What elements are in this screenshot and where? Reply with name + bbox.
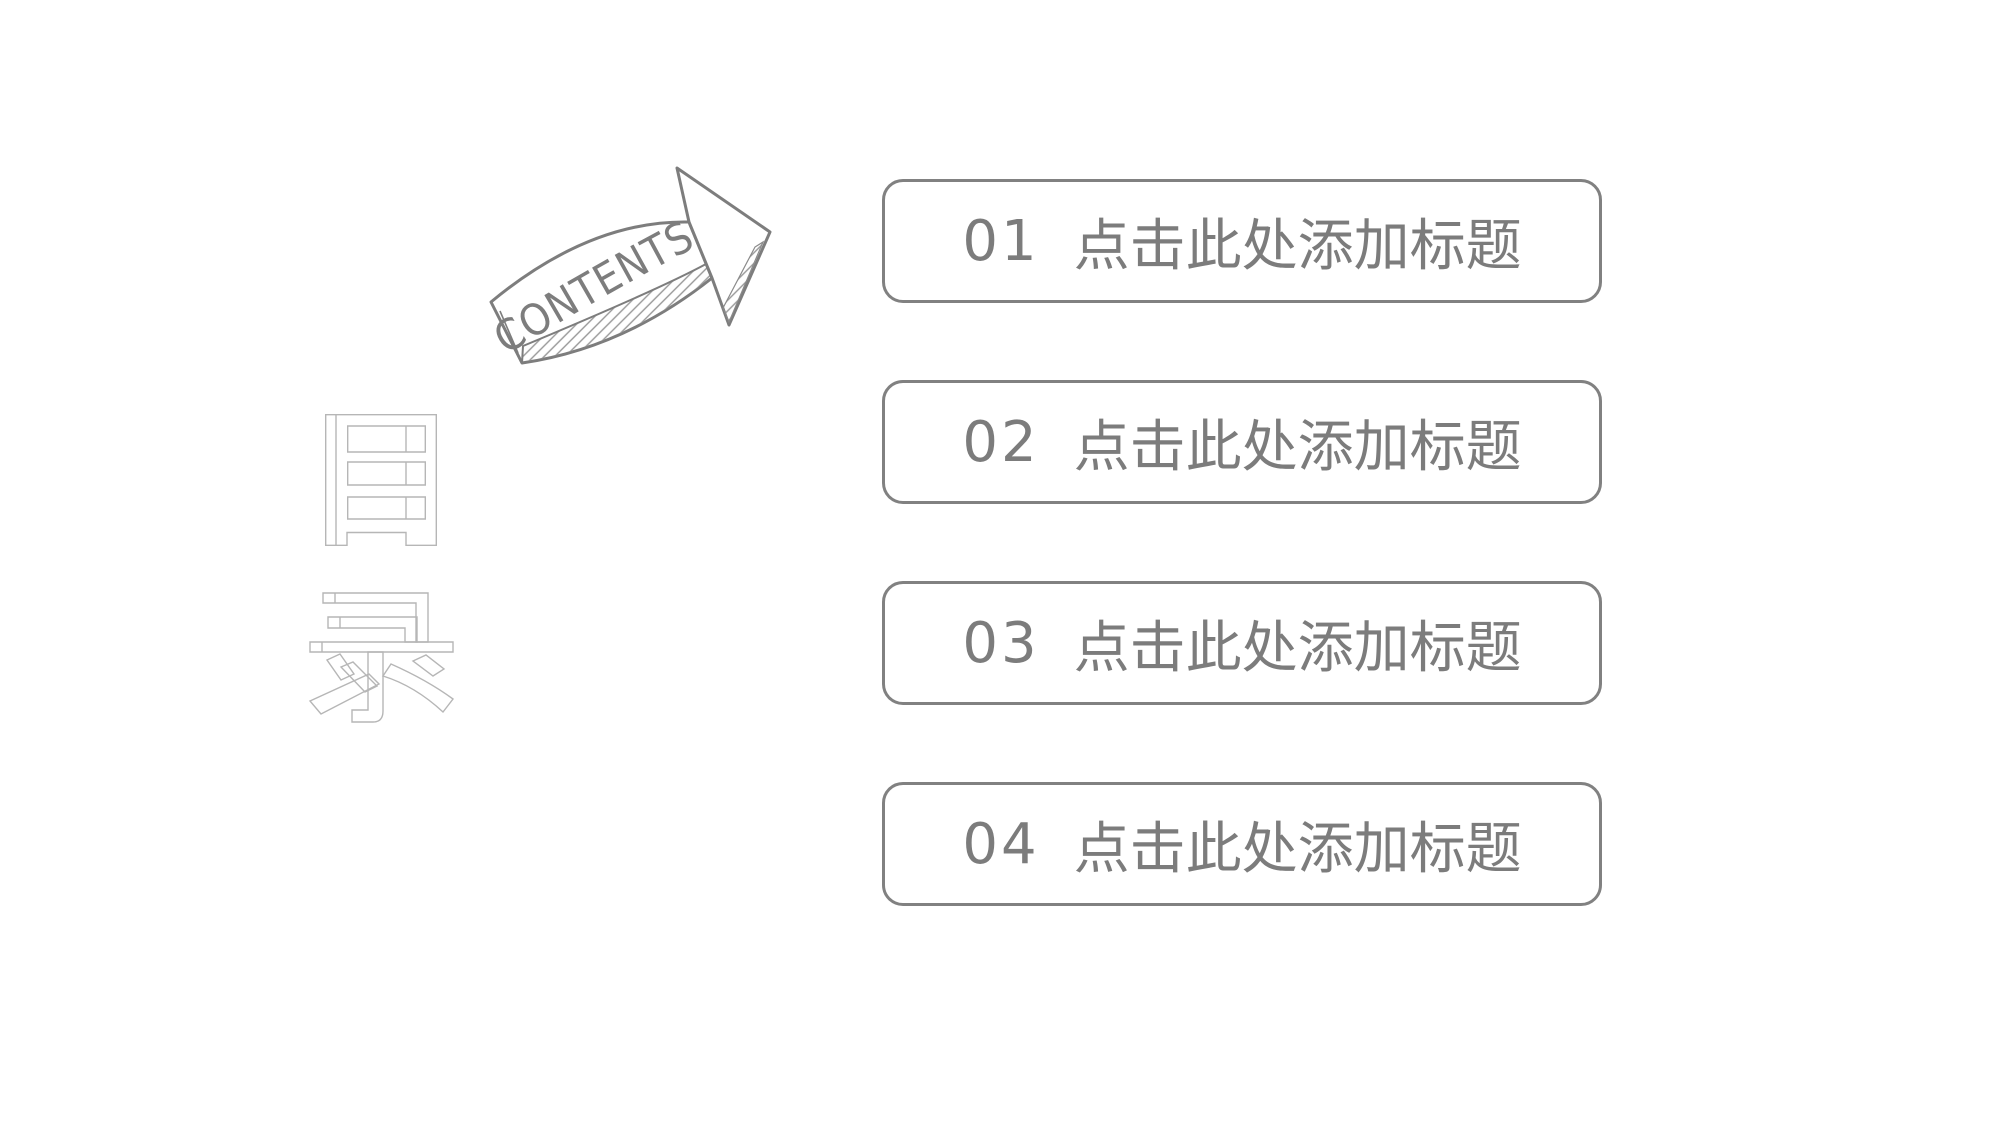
- toc-item-1[interactable]: 01 点击此处添加标题: [882, 179, 1606, 324]
- toc-title-text: 目录: [0, 0, 1, 1]
- toc-item-2-number: 02: [962, 409, 1040, 475]
- toc-item-3-label: 点击此处添加标题: [1073, 615, 1522, 681]
- toc-title-glyph-lu: [308, 592, 454, 723]
- arrow-head-fold-hatch: [722, 240, 765, 324]
- arrow-head: [675, 166, 772, 327]
- toc-item-2-label: 点击此处添加标题: [1073, 414, 1522, 480]
- toc-item-4-number: 04: [962, 811, 1040, 877]
- contents-arrow: CONTENTS: [486, 166, 772, 365]
- toc-item-2[interactable]: 02 点击此处添加标题: [882, 380, 1606, 525]
- toc-item-3-number: 03: [962, 610, 1040, 676]
- toc-item-1-number: 01: [962, 208, 1040, 274]
- toc-item-1-label: 点击此处添加标题: [1073, 213, 1522, 279]
- arrow-tail-fold-line: [499, 310, 519, 354]
- toc-item-4-label: 点击此处添加标题: [1073, 816, 1522, 882]
- toc-item-4[interactable]: 04 点击此处添加标题: [882, 782, 1606, 927]
- toc-item-3[interactable]: 03 点击此处添加标题: [882, 581, 1606, 726]
- toc-title-glyph-mu: [325, 414, 437, 546]
